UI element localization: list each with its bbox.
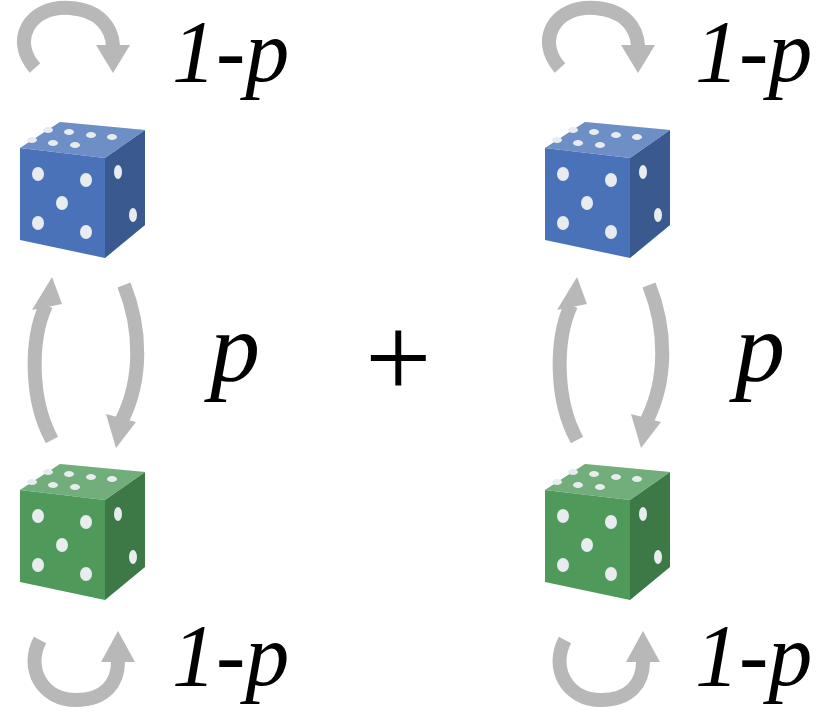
probability-label: p	[210, 298, 260, 398]
probability-label: p	[735, 298, 785, 398]
probability-label: 1-p	[172, 8, 289, 96]
probability-label: 1-p	[695, 8, 812, 96]
probability-label: 1-p	[172, 612, 289, 700]
right-chain	[545, 8, 670, 700]
probability-label: 1-p	[695, 612, 812, 700]
plus-sign: +	[365, 300, 432, 418]
left-chain	[20, 8, 145, 700]
